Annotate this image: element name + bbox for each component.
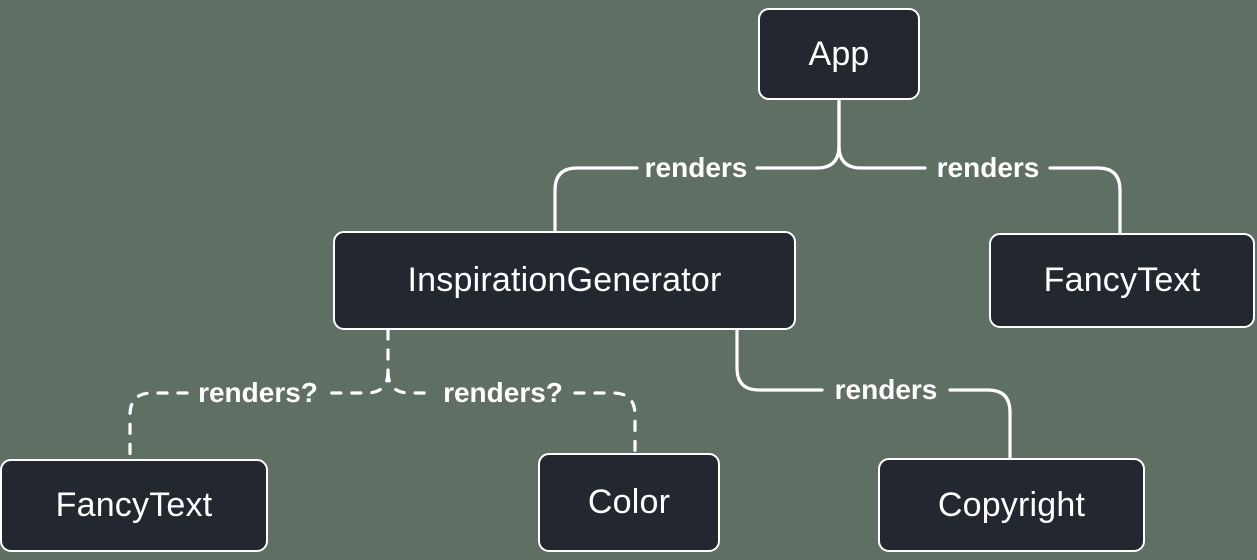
node-fancytext-bottom: FancyText	[0, 459, 268, 552]
edge-app-to-fancytext	[837, 98, 1122, 234]
edge-label-renders-fancytext: renders	[936, 152, 1040, 183]
node-color: Color	[538, 453, 720, 552]
edge-label-renders-q-fancytext: renders?	[198, 377, 318, 408]
node-inspiration-generator: InspirationGenerator	[333, 231, 796, 330]
node-app-label: App	[808, 34, 870, 73]
node-app: App	[758, 8, 920, 100]
node-copyright-label: Copyright	[937, 485, 1086, 524]
node-color-label: Color	[587, 483, 671, 521]
node-fancytext-top-label: FancyText	[1043, 261, 1201, 299]
edge-label-renders-q-color: renders?	[443, 377, 563, 408]
edge-label-renders-copyright: renders	[834, 374, 938, 405]
edge-inspiration-to-color	[386, 370, 637, 454]
edge-inspiration-to-copyright	[735, 328, 1012, 459]
edge-label-renders-inspiration: renders	[644, 152, 748, 183]
node-fancytext-bottom-label: FancyText	[55, 486, 213, 524]
node-inspiration-generator-label: InspirationGenerator	[407, 261, 722, 299]
node-fancytext-top: FancyText	[989, 233, 1255, 328]
node-copyright: Copyright	[878, 458, 1145, 552]
